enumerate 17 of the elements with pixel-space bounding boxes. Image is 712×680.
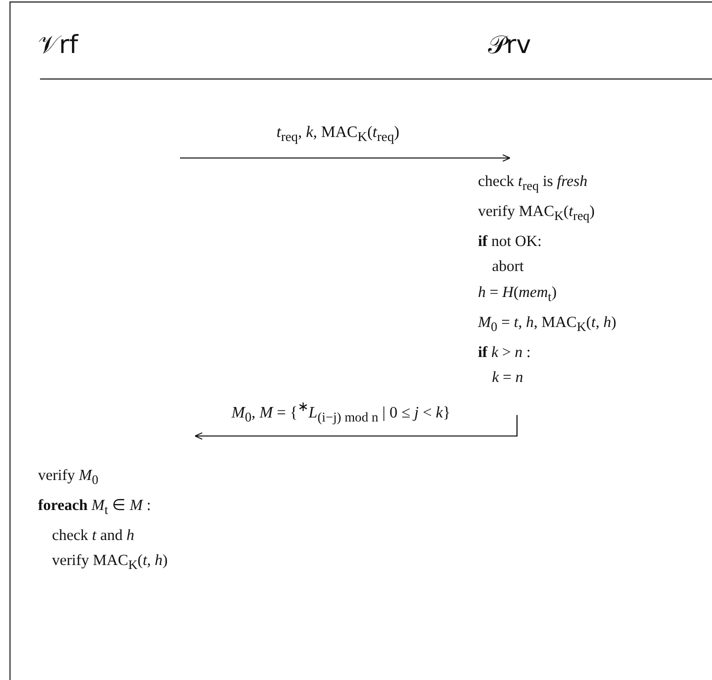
step-text: abort — [491, 257, 524, 278]
message-arrow — [194, 415, 518, 440]
step-text: k = n — [491, 368, 524, 388]
step-text: M$_{0}$ = t, h, MAC$_{K}$(t, h) — [478, 312, 616, 336]
step-text: if k > n : — [478, 342, 531, 363]
step-text: h = H(mem$_{t}$) — [478, 283, 557, 306]
message-arrow — [179, 154, 510, 162]
step-text: verify MAC$_{K}$(t$_{req}$) — [478, 202, 595, 225]
edge-label: t$_{req}$, k, MAC$_{K}$(t$_{req}$) — [274, 124, 402, 146]
step-text: verify M$_{0}$ — [38, 466, 98, 490]
party-title: 𝒫rv — [488, 30, 532, 60]
step-text: verify MAC$_{K}$(t, h) — [51, 551, 168, 574]
party-title: 𝒱rf — [38, 30, 78, 60]
step-text: if not OK: — [478, 232, 542, 252]
step-text: foreach M$_{t}$ ∈ M : — [38, 496, 151, 519]
step-text: check t$_{req}$ is fresh — [478, 172, 588, 196]
step-text: check t and h — [51, 526, 134, 546]
